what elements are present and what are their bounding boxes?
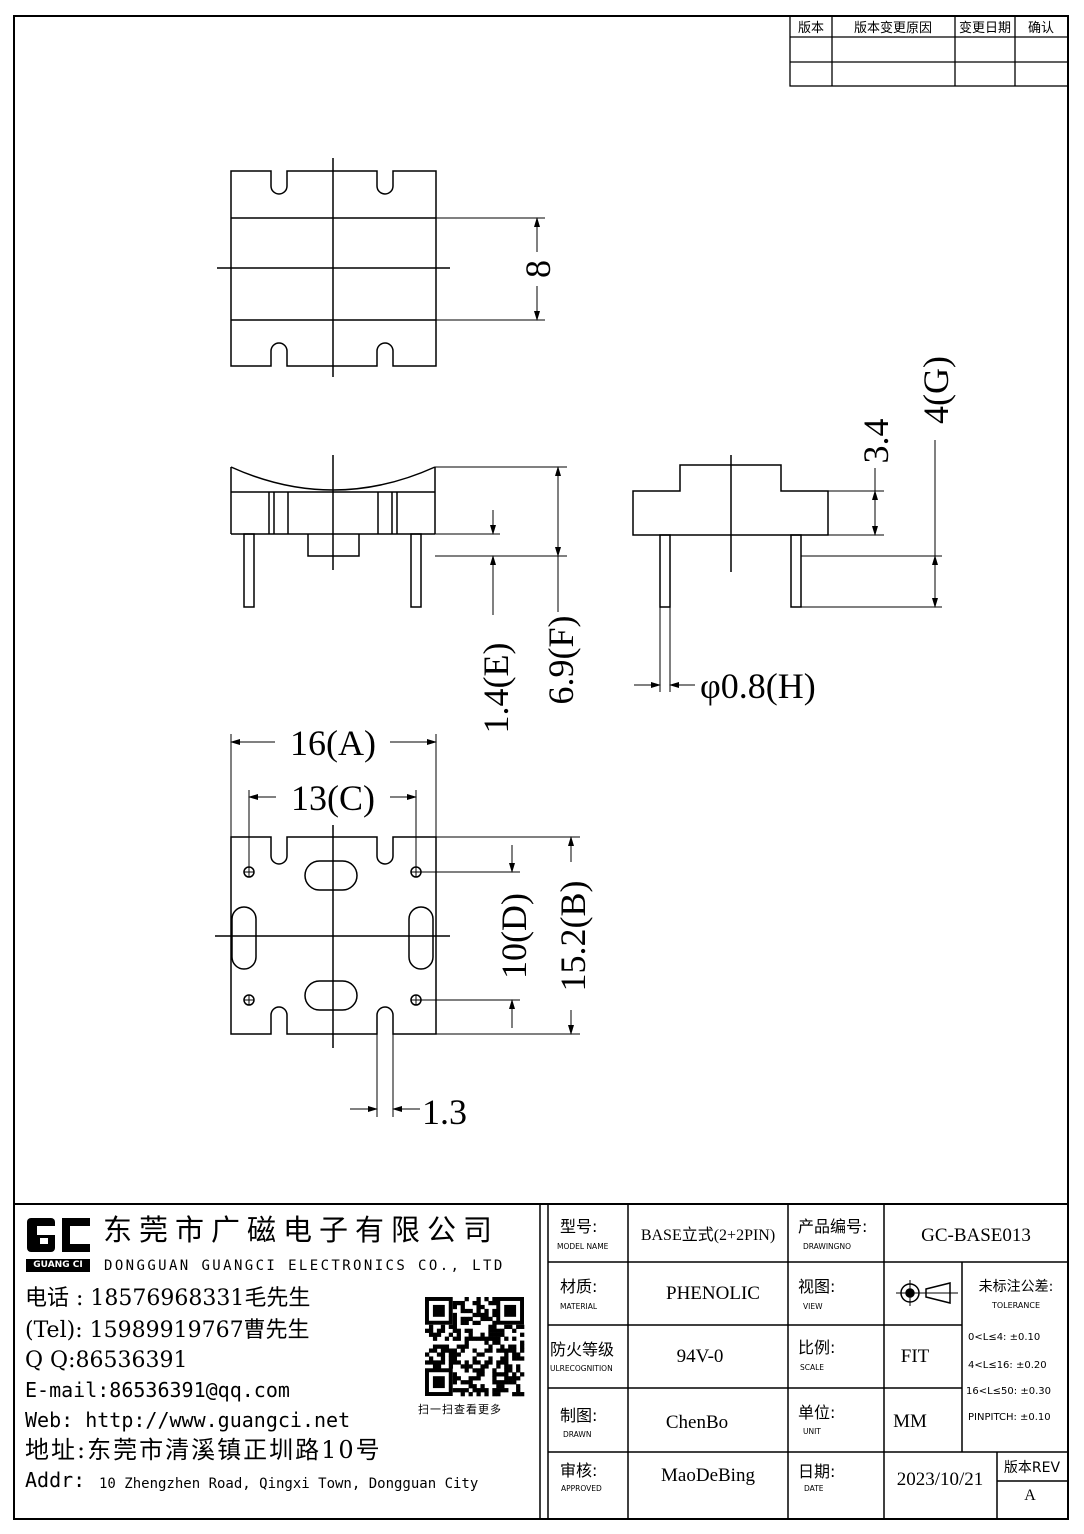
date-label-en: DATE [804, 1484, 824, 1493]
dim-1-3: 1.3 [422, 1092, 467, 1132]
website-link[interactable]: Web: http://www.guangci.net [25, 1408, 351, 1432]
scale-label: 比例: [798, 1338, 835, 1357]
approved-value: MaoDeBing [661, 1465, 755, 1486]
tolerance-line-3: 16<L≤50: ±0.30 [966, 1386, 1051, 1397]
dim-g: 4(G) [916, 356, 956, 424]
unit-value: MM [893, 1411, 927, 1432]
company-logo-icon [27, 1218, 90, 1252]
drawing-no-label-en: DRAWINGNO [803, 1242, 851, 1251]
model-value: BASE立式(2+2PIN) [641, 1226, 775, 1244]
approved-label-en: APPROVED [561, 1484, 602, 1493]
view-label-en: VIEW [803, 1302, 823, 1311]
date-value: 2023/10/21 [897, 1469, 984, 1490]
rev-value: A [1024, 1487, 1036, 1504]
unit-label-en: UNIT [803, 1427, 821, 1436]
rev-header-confirm: 确认 [1028, 21, 1054, 36]
model-label-en: MODEL NAME [557, 1242, 609, 1251]
ul-label: 防火等级 [550, 1340, 614, 1359]
rev-header-date: 变更日期 [959, 20, 1011, 36]
unit-label: 单位: [798, 1403, 835, 1422]
drawn-label: 制图: [560, 1406, 597, 1425]
scale-label-en: SCALE [800, 1363, 824, 1372]
drawing-no-value: GC-BASE013 [921, 1225, 1031, 1246]
qr-code [425, 1296, 525, 1397]
dim-e: 1.4(E) [476, 643, 516, 734]
rev-header-reason: 版本变更原因 [854, 20, 932, 36]
dim-b: 15.2(B) [553, 881, 593, 992]
phone-line-1: 电话 : 18576968331毛先生 [25, 1286, 311, 1311]
material-label-en: MATERIAL [560, 1302, 598, 1311]
tolerance-line-4: PINPITCH: ±0.10 [968, 1412, 1051, 1423]
dim-f: 6.9(F) [541, 616, 581, 705]
date-label: 日期: [798, 1462, 835, 1481]
material-value: PHENOLIC [666, 1283, 760, 1304]
drawn-label-en: DRAWN [563, 1430, 591, 1439]
dim-h: φ0.8(H) [700, 666, 816, 706]
approved-label: 审核: [560, 1461, 597, 1480]
address-en: 10 Zhengzhen Road, Qingxi Town, Dongguan… [99, 1476, 479, 1492]
ul-value: 94V-0 [677, 1346, 724, 1367]
company-name-cn: 东莞市广磁电子有限公司 [103, 1213, 500, 1247]
title-block-grid [14, 1203, 1068, 1519]
front-view [230, 455, 567, 615]
tolerance-label: 未标注公差: [979, 1279, 1054, 1295]
sheet-border [13, 15, 1069, 1520]
side-view [632, 440, 942, 692]
bottom-view [215, 734, 580, 1117]
rev-header-version: 版本 [798, 21, 824, 36]
material-label: 材质: [560, 1277, 597, 1296]
logo-text: GUANG CI [26, 1259, 90, 1272]
tolerance-line-1: 0<L≤4: ±0.10 [968, 1332, 1040, 1343]
rev-label: 版本REV [1004, 1460, 1061, 1476]
view-label: 视图: [798, 1277, 835, 1296]
qr-caption: 扫一扫查看更多 [418, 1403, 502, 1416]
revision-table [789, 15, 1069, 87]
company-name-en: DONGGUAN GUANGCI ELECTRONICS CO., LTD [104, 1258, 505, 1274]
dim-d: 10(D) [494, 893, 534, 979]
phone-line-2: (Tel): 15989919767曹先生 [25, 1318, 310, 1343]
dim-a: 16(A) [290, 723, 376, 763]
dim-3-4: 3.4 [856, 419, 896, 464]
address-cn: 地址:东莞市清溪镇正圳路10号 [25, 1436, 382, 1464]
qq-number: Q Q:86536391 [25, 1348, 188, 1373]
drawing-no-label: 产品编号: [798, 1217, 867, 1236]
tolerance-line-2: 4<L≤16: ±0.20 [968, 1360, 1047, 1371]
scale-value: FIT [901, 1346, 930, 1367]
dim-8: 8 [518, 260, 558, 278]
drawn-value: ChenBo [666, 1412, 728, 1433]
tolerance-label-en: TOLERANCE [991, 1301, 1040, 1310]
dim-c: 13(C) [291, 778, 375, 818]
top-view [217, 158, 545, 377]
projection-symbol-icon [896, 1280, 958, 1306]
email-address: E-mail:86536391@qq.com [25, 1378, 290, 1402]
ul-label-en: ULRECOGNITION [550, 1364, 613, 1373]
model-label: 型号: [560, 1217, 597, 1236]
address-en-label: Addr: [25, 1468, 86, 1492]
